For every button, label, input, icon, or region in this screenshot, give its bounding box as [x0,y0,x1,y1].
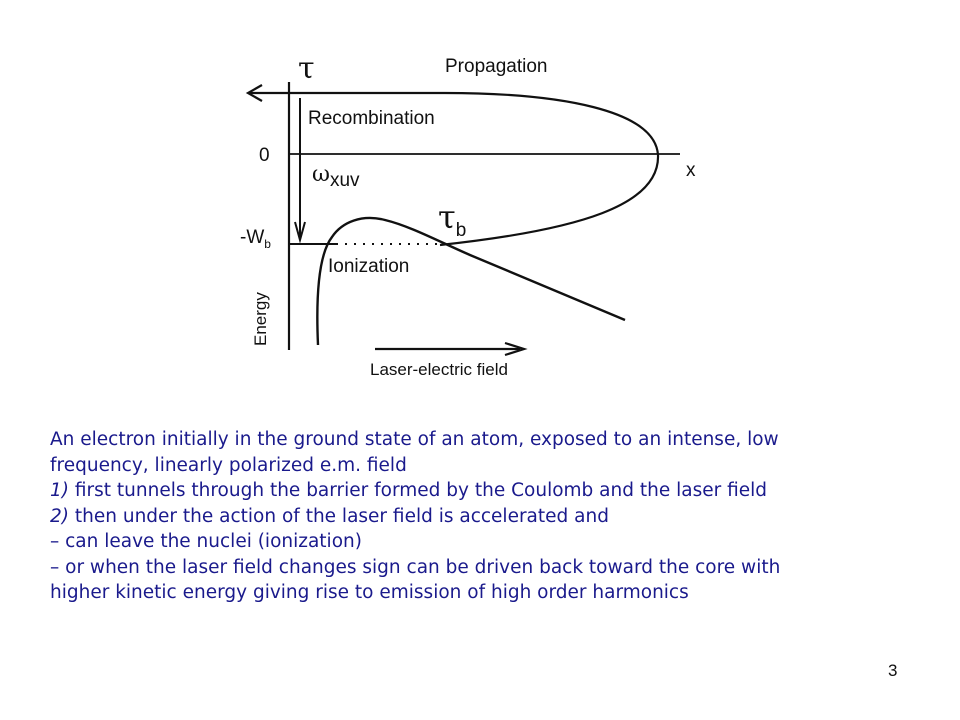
propagation-arrowhead [245,84,263,102]
potential-barrier-curve [316,216,626,346]
step-1-number: 1) [50,480,69,501]
omega-xuv-label: ωxuv [312,162,360,191]
description-intro-line-1: An electron initially in the ground stat… [50,429,779,450]
description-intro-line-2: frequency, linearly polarized e.m. field [50,454,407,476]
energy-axis-label: Energy [251,292,270,346]
description-bullet-2-line-2: higher kinetic energy giving rise to emi… [50,582,689,603]
slide-number: 3 [888,661,898,680]
recombination-label: Recombination [308,108,435,129]
propagation-label: Propagation [445,56,547,77]
laser-field-label: Laser-electric field [370,360,508,379]
tau-b-label: τb [438,198,466,241]
laser-field-arrowhead [504,341,528,357]
emission-arrowhead [294,221,306,244]
propagation-trajectory [250,91,660,247]
step-1-text: first tunnels through the barrier formed… [69,480,768,501]
x-axis-label: x [686,160,696,181]
wb-label: -Wb [240,227,271,251]
description-bullet-2-line-1: – or when the laser field changes sign c… [50,556,781,578]
step-2-number: 2) [50,505,69,527]
hhg-three-step-diagram: τ Propagation Recombination 0 x ωxuv -Wb… [240,51,696,379]
description-step-1: 1) first tunnels through the barrier for… [50,478,930,504]
description-step-2: 2) then under the action of the laser fi… [50,504,930,530]
description-bullet-1: – can leave the nuclei (ionization) [50,531,362,552]
step-2-text: then under the action of the laser field… [69,505,609,527]
ionization-label: Ionization [328,256,409,277]
zero-label: 0 [259,145,270,166]
description-text: An electron initially in the ground stat… [50,427,930,606]
tau-label: τ [298,51,315,86]
